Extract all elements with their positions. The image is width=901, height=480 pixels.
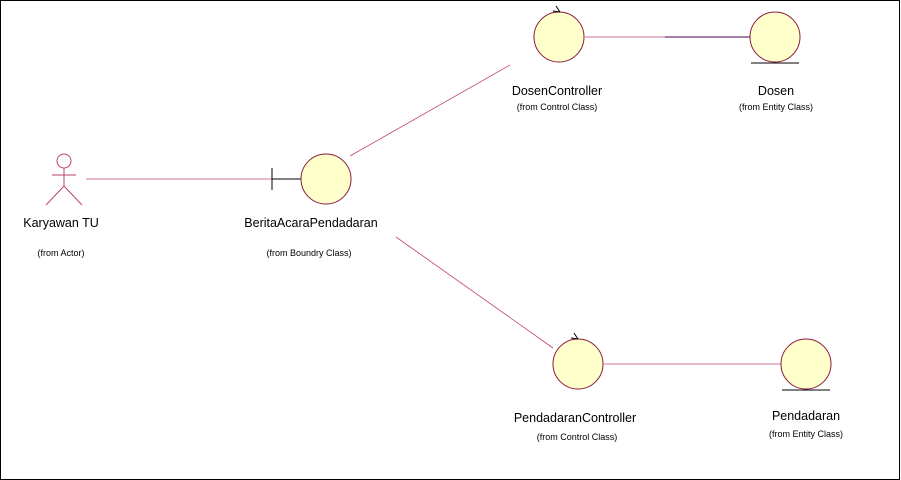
boundary-name: BeritaAcaraPendadaran bbox=[244, 216, 377, 230]
control-dosen-controller[interactable]: DosenController (from Control Class) bbox=[512, 5, 602, 112]
actor-name: Karyawan TU bbox=[23, 216, 99, 230]
entity-class-icon bbox=[749, 11, 801, 64]
dosen-from: (from Entity Class) bbox=[739, 102, 813, 112]
association-boundary-pendadarancontroller[interactable] bbox=[395, 236, 554, 349]
entity-dosen[interactable]: Dosen (from Entity Class) bbox=[739, 11, 813, 112]
boundary-from: (from Boundry Class) bbox=[266, 248, 351, 258]
entity-pendadaran[interactable]: Pendadaran (from Entity Class) bbox=[769, 338, 843, 439]
actor-stick-figure-icon bbox=[45, 153, 83, 206]
pendadarancontroller-name: PendadaranController bbox=[514, 411, 636, 425]
actor-from: (from Actor) bbox=[37, 248, 84, 258]
pendadaran-from: (from Entity Class) bbox=[769, 429, 843, 439]
pendadarancontroller-from: (from Control Class) bbox=[537, 432, 618, 442]
pendadaran-name: Pendadaran bbox=[772, 409, 840, 423]
control-pendadaran-controller[interactable]: PendadaranController (from Control Class… bbox=[514, 332, 636, 442]
dosencontroller-name: DosenController bbox=[512, 84, 602, 98]
dosen-name: Dosen bbox=[758, 84, 794, 98]
actor-karyawan-tu[interactable]: Karyawan TU (from Actor) bbox=[23, 153, 99, 258]
dosencontroller-from: (from Control Class) bbox=[517, 102, 598, 112]
control-class-icon bbox=[552, 332, 604, 390]
boundary-berita-acara-pendadaran[interactable]: BeritaAcaraPendadaran (from Boundry Clas… bbox=[244, 153, 378, 258]
control-class-icon bbox=[533, 5, 585, 63]
entity-class-icon bbox=[780, 338, 832, 391]
boundary-class-icon bbox=[271, 153, 352, 205]
association-boundary-dosencontroller[interactable] bbox=[349, 64, 511, 157]
